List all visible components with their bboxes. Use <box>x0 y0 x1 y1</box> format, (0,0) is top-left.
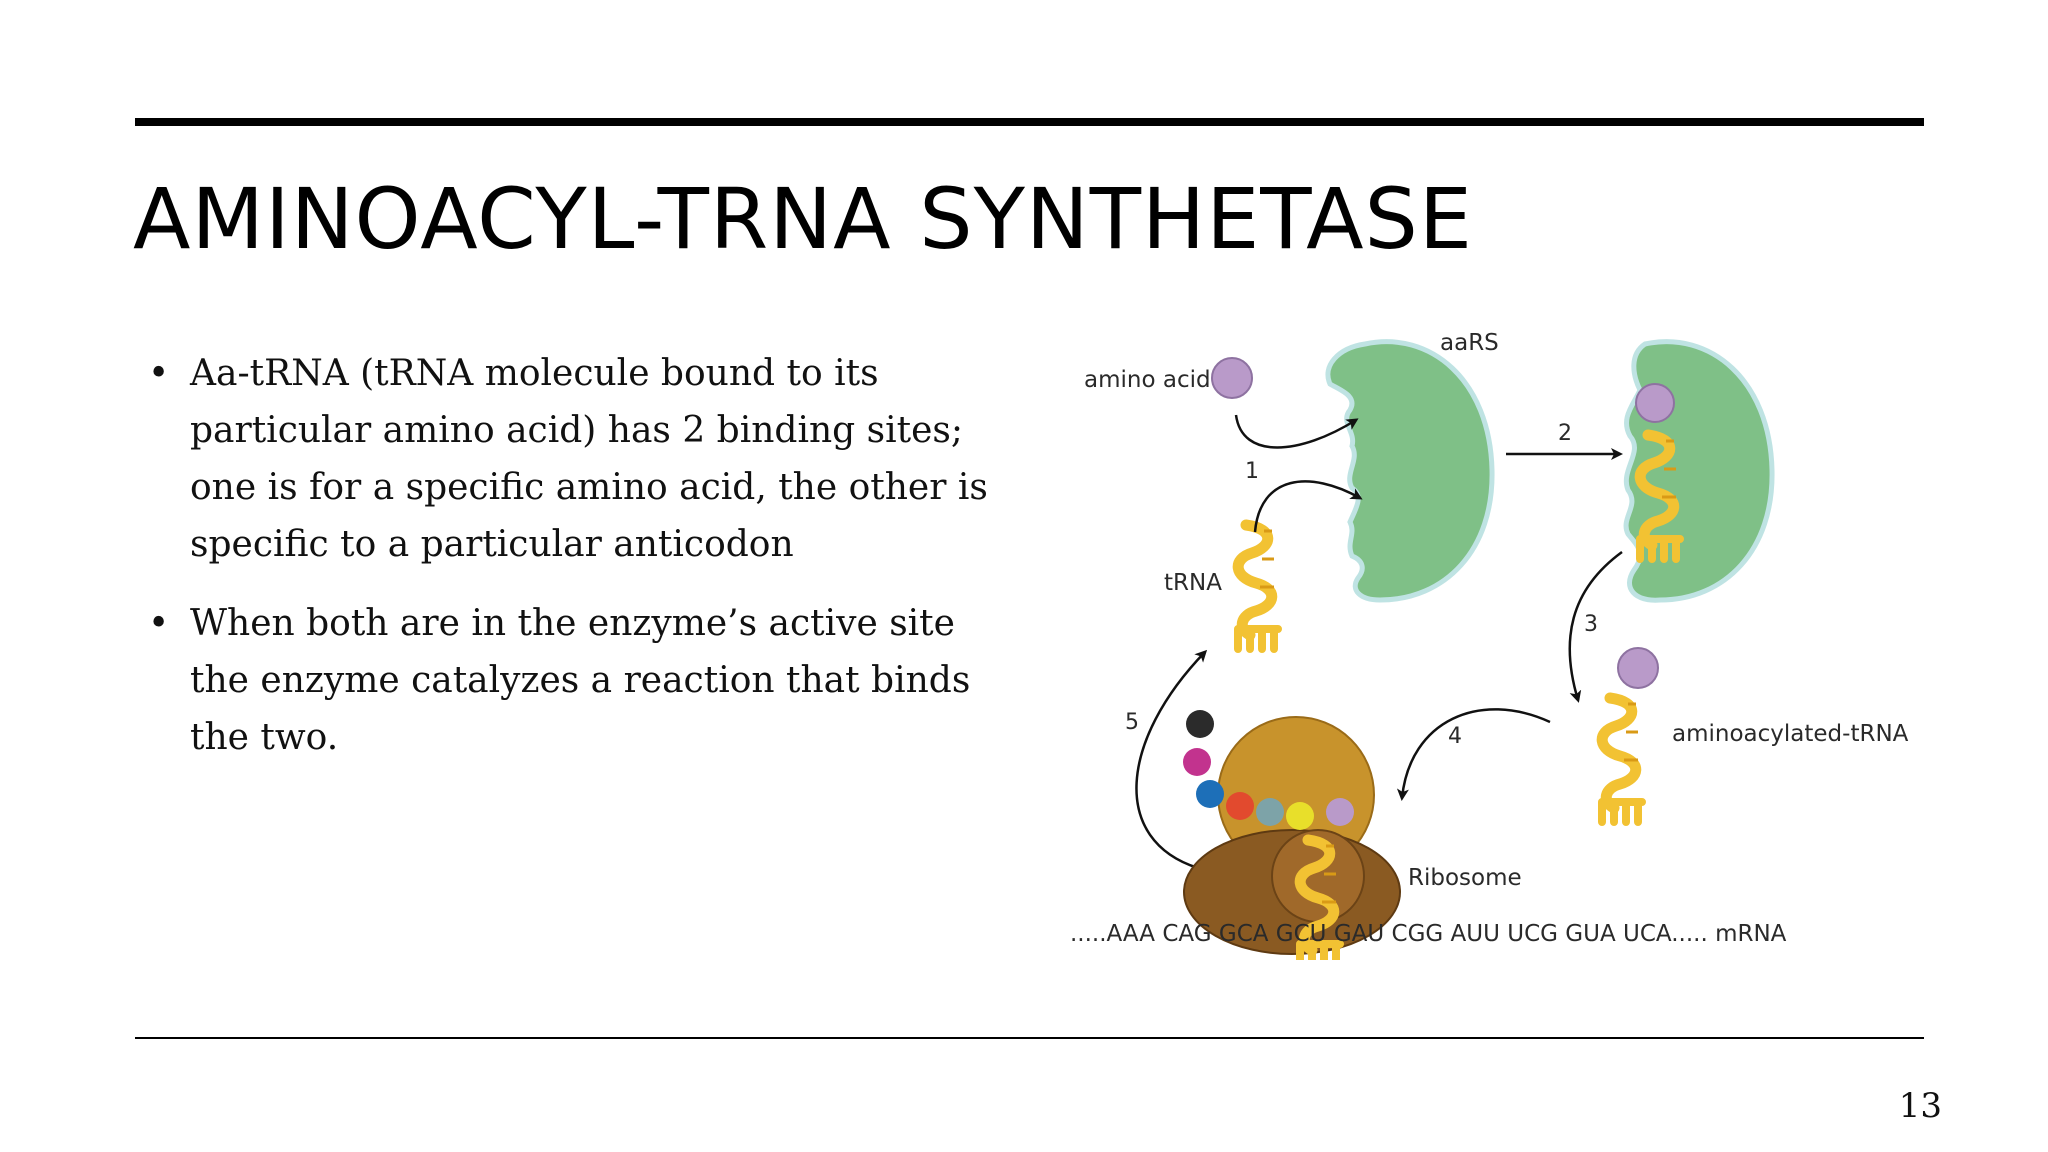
bullet-item: Aa-tRNA (tRNA molecule bound to its part… <box>148 345 1018 573</box>
step-1-arrow-amino-acid <box>1234 414 1359 449</box>
step-3-label: 3 <box>1584 612 1598 637</box>
trna-icon <box>1238 525 1278 649</box>
slide-title: AMINOACYL-TRNA SYNTHETASE <box>133 170 1473 268</box>
step-1-label: 1 <box>1245 459 1259 484</box>
aminoacylated-trna-label: aminoacylated-tRNA <box>1672 721 1909 747</box>
amino-acid-icon <box>1211 357 1253 399</box>
bottom-rule <box>135 1037 1924 1039</box>
step-4-arrow <box>1396 708 1551 801</box>
step-5-label: 5 <box>1125 710 1139 735</box>
step-5-arrow <box>1135 649 1208 870</box>
ribosome-label: Ribosome <box>1408 865 1522 891</box>
aars-label: aaRS <box>1440 330 1499 356</box>
step-2-label: 2 <box>1558 421 1572 446</box>
trna-label: tRNA <box>1164 570 1222 596</box>
amino-acid-label: amino acid <box>1084 367 1211 393</box>
step-3-arrow <box>1568 550 1623 703</box>
mrna-sequence: .....AAA CAG GCA GCU GAU CGG AUU UCG GUA… <box>1070 921 1787 947</box>
bound-amino-acid-icon <box>1635 383 1675 423</box>
aars-cycle-diagram: amino acid aaRS tRNA aminoacylated-tRNA … <box>1070 330 1909 960</box>
aars-enzyme-icon <box>1325 339 1495 603</box>
top-rule <box>135 118 1924 126</box>
bullet-item: When both are in the enzyme’s active sit… <box>148 595 1018 766</box>
aminoacylated-amino-acid-icon <box>1617 647 1659 689</box>
slide-number: 13 <box>1898 1086 1942 1126</box>
step-4-label: 4 <box>1448 724 1462 749</box>
aminoacylated-trna-icon <box>1602 698 1642 822</box>
bullet-list: Aa-tRNA (tRNA molecule bound to its part… <box>148 345 1018 788</box>
step-1-arrow-trna <box>1253 480 1363 533</box>
peptide-chain-icon <box>1183 710 1354 830</box>
